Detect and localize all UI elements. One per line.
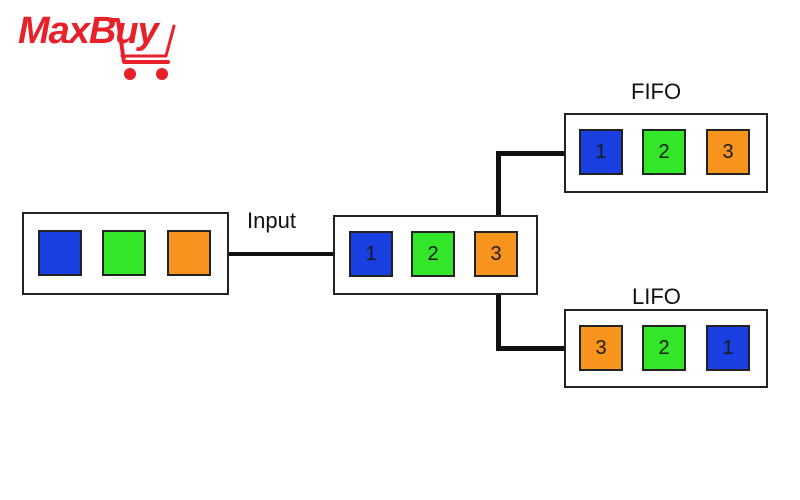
connector-branch-to-fifo <box>496 151 566 156</box>
fifo-label: FIFO <box>631 79 682 104</box>
fifo-cell-1: 1 <box>579 129 623 175</box>
connector-branch-vertical-down <box>496 292 501 351</box>
connector-branch-to-lifo <box>496 346 566 351</box>
fifo-cell-3: 3 <box>706 129 750 175</box>
input-container: 1 2 3 <box>333 215 538 295</box>
fifo-cell-2: 2 <box>642 129 686 175</box>
lifo-label: LIFO <box>632 284 681 309</box>
source-cell-2 <box>102 230 146 276</box>
shopping-cart-icon <box>108 18 176 80</box>
input-cell-1: 1 <box>349 231 393 277</box>
source-cell-1 <box>38 230 82 276</box>
input-cell-2: 2 <box>411 231 455 277</box>
source-cell-3 <box>167 230 211 276</box>
input-cell-3: 3 <box>474 231 518 277</box>
source-container <box>22 212 229 295</box>
logo-text: MaxBuy <box>18 10 159 52</box>
connector-branch-vertical-up <box>496 151 501 217</box>
maxbuy-logo: MaxBuy <box>18 12 183 90</box>
connector-source-to-input <box>228 252 334 256</box>
lifo-container: 3 2 1 <box>564 309 768 388</box>
input-label: Input <box>247 208 296 233</box>
lifo-cell-3: 1 <box>706 325 750 371</box>
lifo-cell-2: 2 <box>642 325 686 371</box>
lifo-cell-1: 3 <box>579 325 623 371</box>
fifo-container: 1 2 3 <box>564 113 768 193</box>
